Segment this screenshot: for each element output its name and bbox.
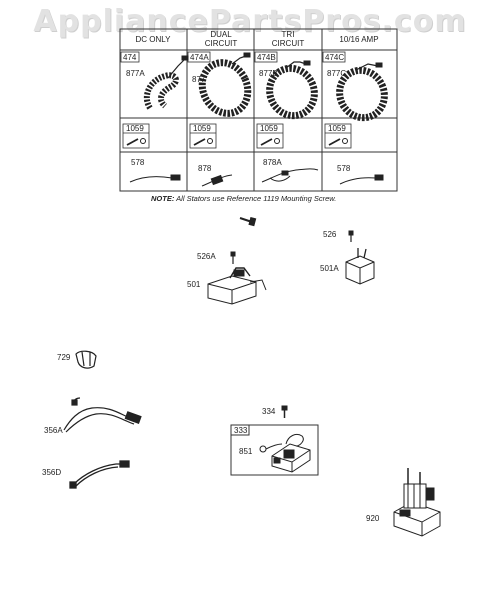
- stator-877-drawing: [198, 52, 252, 117]
- part-729-drawing: [75, 350, 97, 369]
- label-501A: 501A: [320, 264, 339, 273]
- part-333-drawing: [271, 433, 311, 473]
- label-851: 851: [239, 447, 253, 456]
- col-4-header: 10/16 AMP: [339, 35, 378, 44]
- stator-877C-label: 877C: [327, 69, 346, 78]
- stator-877B-label: 877B: [259, 69, 278, 78]
- part-356D-drawing: [69, 460, 130, 489]
- label-729: 729: [57, 353, 71, 362]
- label-356D: 356D: [42, 468, 61, 477]
- part-501A-drawing: [345, 248, 375, 285]
- kit-1059-col2: 1059: [193, 124, 211, 133]
- wire-878-drawing: [201, 174, 233, 187]
- part-501-drawing: [207, 267, 267, 305]
- stator-877-label: 877: [192, 75, 206, 84]
- part-526A-drawing: [230, 251, 236, 264]
- wire-878A-label: 878A: [263, 158, 282, 167]
- ref-474: 474: [123, 53, 137, 62]
- label-334: 334: [262, 407, 276, 416]
- label-333: 333: [234, 426, 248, 435]
- label-501: 501: [187, 280, 201, 289]
- assembly-333-box: [230, 424, 319, 476]
- wire-878A-drawing: [261, 168, 319, 183]
- note-bold: NOTE:: [151, 194, 175, 203]
- wire-878-label: 878: [198, 164, 212, 173]
- wire-578-label-col4: 578: [337, 164, 351, 173]
- label-526: 526: [323, 230, 337, 239]
- stator-877A-label: 877A: [126, 69, 145, 78]
- mounting-screw-drawing: [239, 216, 257, 227]
- kit-1059-col4: 1059: [328, 124, 346, 133]
- part-920-drawing: [393, 468, 441, 537]
- part-526-drawing: [348, 230, 354, 242]
- note-text: All Stators use Reference 1119 Mounting …: [175, 194, 336, 203]
- label-526A: 526A: [197, 252, 216, 261]
- col-2-header-line2: CIRCUIT: [205, 39, 238, 48]
- ref-474A: 474A: [190, 53, 209, 62]
- col-1-header: DC ONLY: [136, 35, 172, 44]
- stator-note: NOTE: All Stators use Reference 1119 Mou…: [151, 194, 336, 203]
- part-356A-drawing: [63, 397, 142, 433]
- kit-1059-screws: [126, 138, 341, 146]
- col-3-header-line2: CIRCUIT: [272, 39, 305, 48]
- stator-877A-drawing: [143, 55, 189, 110]
- col-2-header-line1: DUAL: [210, 30, 232, 39]
- stator-877C-drawing: [336, 62, 388, 122]
- ref-474C: 474C: [325, 53, 344, 62]
- label-920: 920: [366, 514, 380, 523]
- wire-578-drawing-col4: [339, 174, 384, 185]
- ref-474B: 474B: [257, 53, 276, 62]
- wire-578-drawing-col1: [129, 174, 181, 183]
- stator-table: [119, 28, 398, 192]
- label-356A: 356A: [44, 426, 63, 435]
- part-851-drawing: [259, 443, 283, 453]
- kit-1059-col1: 1059: [126, 124, 144, 133]
- wire-578-label-col1: 578: [131, 158, 145, 167]
- watermark: AppliancePartsPros.com: [33, 4, 467, 39]
- stator-877B-drawing: [266, 60, 318, 120]
- part-334-drawing: [281, 405, 288, 418]
- kit-1059-col3: 1059: [260, 124, 278, 133]
- col-3-header-line1: TRI: [282, 30, 295, 39]
